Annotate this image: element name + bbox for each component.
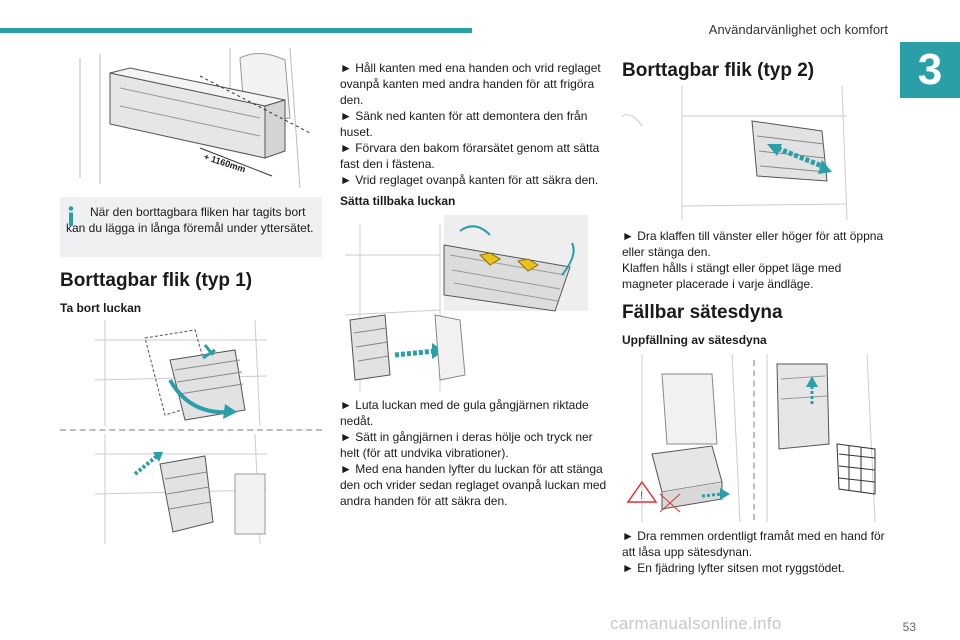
heading-removable-flap-type1: Borttagbar flik (typ 1) — [60, 270, 253, 291]
col3-text-sliding-flap: ► Dra klaffen till vänster eller höger f… — [622, 229, 884, 291]
chapter-number-tab: 3 — [900, 42, 960, 98]
info-icon — [68, 206, 74, 226]
figure-divider — [60, 429, 322, 431]
page-number: 53 — [902, 620, 916, 634]
info-text: När den borttagbara fliken har tagits bo… — [66, 205, 314, 235]
col2-steps-refit: ► Luta luckan med de gula gångjärnen rik… — [340, 398, 607, 508]
figure-divider-vertical — [753, 360, 755, 520]
figure-long-object-under-seat — [60, 48, 322, 188]
subheading-raise-cushion: Uppfällning av sätesdyna — [622, 333, 767, 347]
info-box: När den borttagbara fliken har tagits bo… — [60, 197, 322, 257]
subheading-remove-hatch: Ta bort luckan — [60, 301, 142, 315]
heading-folding-seat-cushion: Fällbar sätesdyna — [622, 302, 783, 323]
col3-text-seat-cushion: ► Dra remmen ordentligt framåt med en ha… — [622, 529, 885, 575]
heading-removable-flap-type2: Borttagbar flik (typ 2) — [622, 60, 815, 81]
figure-remove-hatch-step1 — [95, 320, 267, 426]
figure-sliding-flap — [622, 86, 884, 220]
figure-refit-hatch — [340, 215, 588, 391]
watermark: carmanualsonline.info — [610, 614, 782, 633]
subheading-refit-hatch: Sätta tillbaka luckan — [340, 194, 456, 208]
header-accent-bar — [0, 28, 472, 33]
figure-seat-cushion-left: ! — [622, 354, 750, 522]
svg-text:!: ! — [640, 490, 643, 502]
figure-seat-cushion-right — [757, 354, 884, 522]
figure-remove-hatch-step2 — [95, 434, 267, 544]
section-title: Användarvänlighet och komfort — [708, 22, 888, 37]
col2-steps-remove: ► Håll kanten med ena handen och vrid re… — [340, 61, 601, 187]
